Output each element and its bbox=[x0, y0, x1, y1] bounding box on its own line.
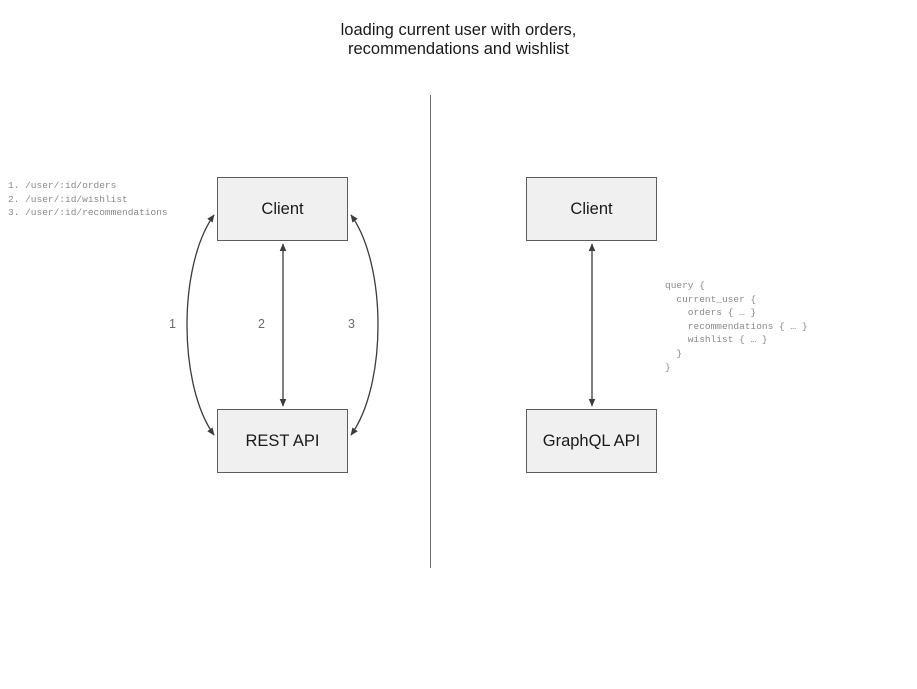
rest-endpoints-list: 1. /user/:id/orders 2. /user/:id/wishlis… bbox=[8, 180, 168, 219]
node-graphql-client[interactable]: Client bbox=[526, 177, 657, 241]
vertical-divider bbox=[430, 95, 431, 568]
node-graphql-api[interactable]: GraphQL API bbox=[526, 409, 657, 473]
edge-label-3: 3 bbox=[348, 317, 355, 331]
node-rest-client[interactable]: Client bbox=[217, 177, 348, 241]
graphql-query-snippet: query { current_user { orders { … } reco… bbox=[665, 280, 808, 373]
edge-label-2: 2 bbox=[258, 317, 265, 331]
page-title: loading current user with orders, recomm… bbox=[340, 21, 577, 58]
edge-rest-1 bbox=[186, 214, 215, 436]
edge-rest-3 bbox=[350, 214, 379, 436]
edge-label-1: 1 bbox=[169, 317, 176, 331]
node-rest-api[interactable]: REST API bbox=[217, 409, 348, 473]
